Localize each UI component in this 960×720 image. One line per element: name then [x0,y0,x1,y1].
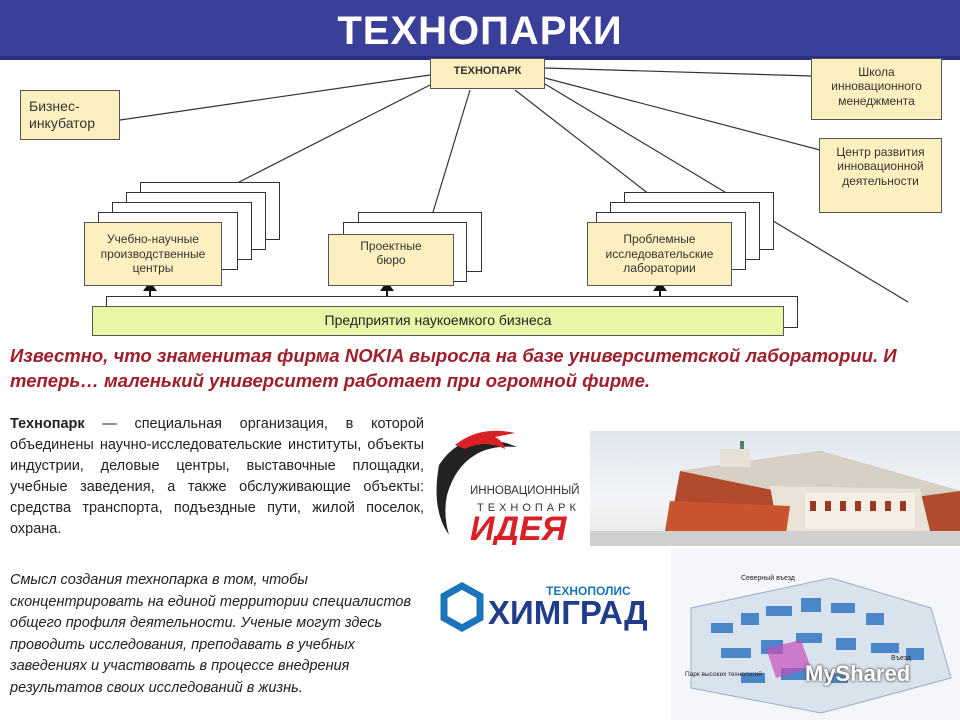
link-center-dev [544,77,821,151]
map-label-park: Парк высоких технологий [685,670,762,678]
technopark-building-photo [590,431,960,546]
center-dev-box: Центр развития инновационной деятельност… [819,138,942,213]
edu-centers-box: Учебно-научные производственные центры [84,222,222,286]
idea-line1: ИННОВАЦИОННЫЙ [470,484,580,497]
project-bureau-box: Проектные бюро [328,234,454,286]
technopark-box: ТЕХНОПАРК [430,58,545,89]
link-bureau [429,89,471,223]
watermark-text: MyShared [805,661,911,686]
map-label-north: Северный въезд [741,574,795,582]
link-labs [514,89,673,213]
map-label-entry: Въезд [891,655,911,662]
idea-line3: ИДЕЯ [470,510,568,545]
technopark-definition: Технопарк — специальная организация, в к… [10,414,424,540]
link-incubator [119,74,431,121]
idea-line2: ТЕХНОПАРК [477,502,580,514]
incubator-box: Бизнес- инкубатор [20,90,120,140]
school-box: Школа инновационного менеджмента [811,58,942,120]
link-school [544,67,813,77]
page-title: ТЕХНОПАРКИ [337,9,623,53]
technopark-meaning: Смысл создания технопарка в том, чтобы с… [10,572,412,696]
himgrad-logo: ТЕХНОПОЛИС ХИМГРАД [440,582,648,632]
labs-box: Проблемные исследовательские лаборатории [587,222,732,286]
himgrad-line1: ТЕХНОПОЛИС [546,584,631,598]
definition-text: — специальная организация, в которой объ… [10,416,424,537]
nokia-quote: Известно, что знаменитая фирма NOKIA выр… [10,345,897,391]
enterprises-bar: Предприятия наукоемкого бизнеса [92,306,784,336]
idea-technopark-logo: ИННОВАЦИОННЫЙ ТЕХНОПАРК ИДЕЯ [436,430,580,545]
himgrad-line2: ХИМГРАД [488,594,648,631]
definition-term: Технопарк [10,416,85,432]
technopolis-map: Северный въезд Въезд Парк высоких технол… [671,548,960,720]
diagram-connectors [119,67,909,311]
